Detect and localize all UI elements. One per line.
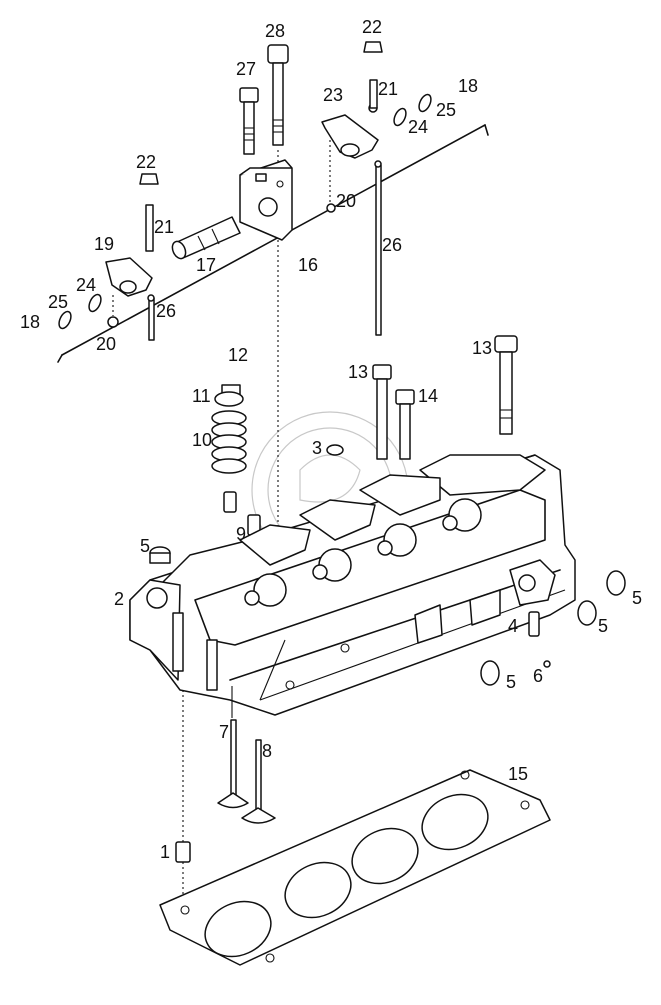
callout-5-bottom: 5	[506, 672, 517, 692]
plugs-5	[149, 546, 626, 686]
rocker-arm-23	[321, 41, 383, 213]
callout-5-right-top: 5	[632, 588, 643, 608]
rocker-shaft-17	[171, 216, 241, 260]
callout-10: 10	[192, 430, 213, 450]
callout-9: 9	[236, 524, 247, 544]
callout-17: 17	[196, 255, 217, 275]
head-gasket-15	[159, 769, 551, 966]
callout-21-lower: 21	[154, 217, 175, 237]
callout-26-left: 26	[156, 301, 177, 321]
pushrod-26-left	[147, 294, 155, 341]
callout-19: 19	[94, 234, 115, 254]
callout-18-upper: 18	[458, 76, 479, 96]
callout-8: 8	[262, 741, 273, 761]
valves-7-8	[217, 719, 276, 824]
washer-25-lower	[58, 310, 72, 330]
leader-lines	[231, 639, 286, 718]
callout-24-upper: 24	[408, 117, 429, 137]
callout-18-lower: 18	[20, 312, 41, 332]
rocker-assembly-plate	[57, 124, 489, 363]
callout-26-right: 26	[382, 235, 403, 255]
callout-5-left: 5	[140, 536, 151, 556]
callout-24-lower: 24	[76, 275, 97, 295]
valve-spring-assembly	[211, 384, 261, 536]
bolt-27	[239, 87, 259, 155]
callout-3: 3	[312, 438, 323, 458]
callout-13-right: 13	[472, 338, 493, 358]
callout-25-lower: 25	[48, 292, 69, 312]
callout-13-left: 13	[348, 362, 369, 382]
callout-20-lower: 20	[96, 334, 117, 354]
rocker-arm-19	[105, 173, 159, 328]
callout-21-upper: 21	[378, 79, 399, 99]
rocker-support-bracket	[239, 159, 293, 241]
washer-24-lower	[88, 293, 102, 313]
small-parts-3-4-6	[326, 444, 551, 668]
callout-4: 4	[508, 616, 519, 636]
callout-22-upper: 22	[362, 17, 383, 37]
callout-12: 12	[228, 345, 249, 365]
callout-25-upper: 25	[436, 100, 457, 120]
callout-7: 7	[219, 722, 230, 742]
long-bolt-28	[267, 44, 289, 600]
callout-27: 27	[236, 59, 257, 79]
cylinder-head-block	[129, 454, 576, 716]
pushrod-26-right	[374, 160, 382, 336]
callout-14: 14	[418, 386, 439, 406]
callout-11: 11	[192, 386, 211, 406]
callout-6: 6	[533, 666, 544, 686]
head-bolts-13-14	[372, 335, 518, 460]
dowel-pin-1	[175, 690, 191, 910]
callout-16: 16	[298, 255, 319, 275]
callout-15: 15	[508, 764, 529, 784]
callout-2: 2	[114, 589, 125, 609]
callout-28: 28	[265, 21, 286, 41]
callout-20-upper: 20	[336, 191, 357, 211]
washer-24-upper	[393, 107, 407, 127]
washer-25-upper	[418, 93, 432, 113]
callout-1: 1	[160, 842, 171, 862]
callout-5-right-mid: 5	[598, 616, 609, 636]
callout-23: 23	[323, 85, 344, 105]
callout-22-lower: 22	[136, 152, 157, 172]
